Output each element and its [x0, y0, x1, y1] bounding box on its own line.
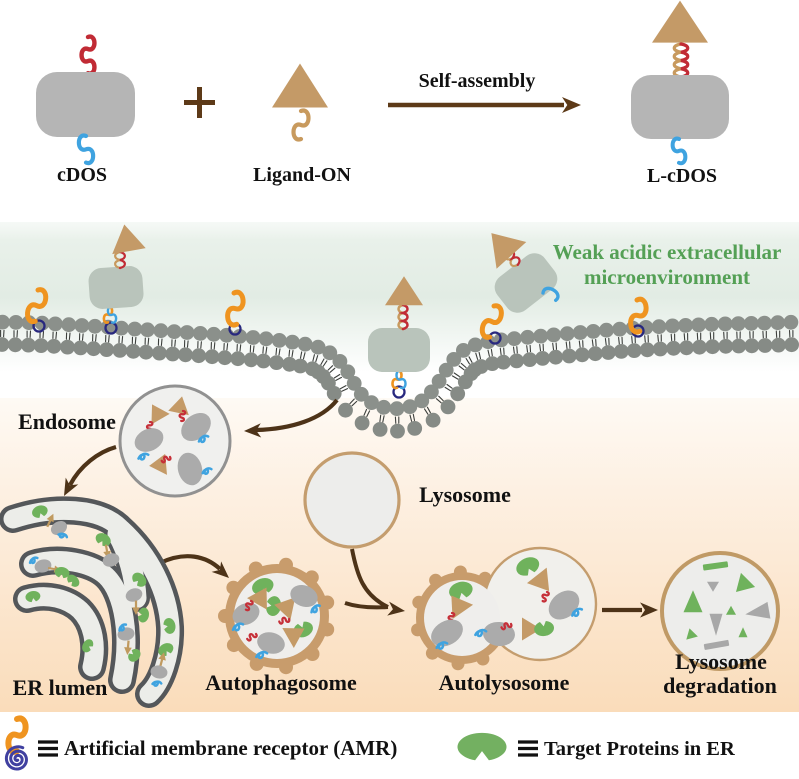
svg-text:Self-assembly: Self-assembly	[419, 70, 536, 92]
svg-text:Lysosome: Lysosome	[675, 649, 767, 674]
svg-text:degradation: degradation	[663, 673, 777, 698]
svg-text:Ligand-ON: Ligand-ON	[253, 164, 351, 186]
svg-text:Lysosome: Lysosome	[419, 482, 511, 507]
svg-text:cDOS: cDOS	[57, 164, 107, 186]
svg-text:microenvironment: microenvironment	[584, 265, 750, 289]
svg-text:Autolysosome: Autolysosome	[439, 670, 570, 695]
svg-text:Artificial membrane receptor (: Artificial membrane receptor (AMR)	[64, 736, 397, 760]
svg-text:Target Proteins in ER: Target Proteins in ER	[544, 738, 735, 760]
svg-text:L-cDOS: L-cDOS	[647, 165, 717, 187]
svg-text:Weak acidic extracellular: Weak acidic extracellular	[553, 240, 782, 264]
svg-text:ER lumen: ER lumen	[13, 675, 108, 700]
svg-text:Endosome: Endosome	[18, 409, 116, 434]
svg-text:Autophagosome: Autophagosome	[205, 670, 357, 695]
